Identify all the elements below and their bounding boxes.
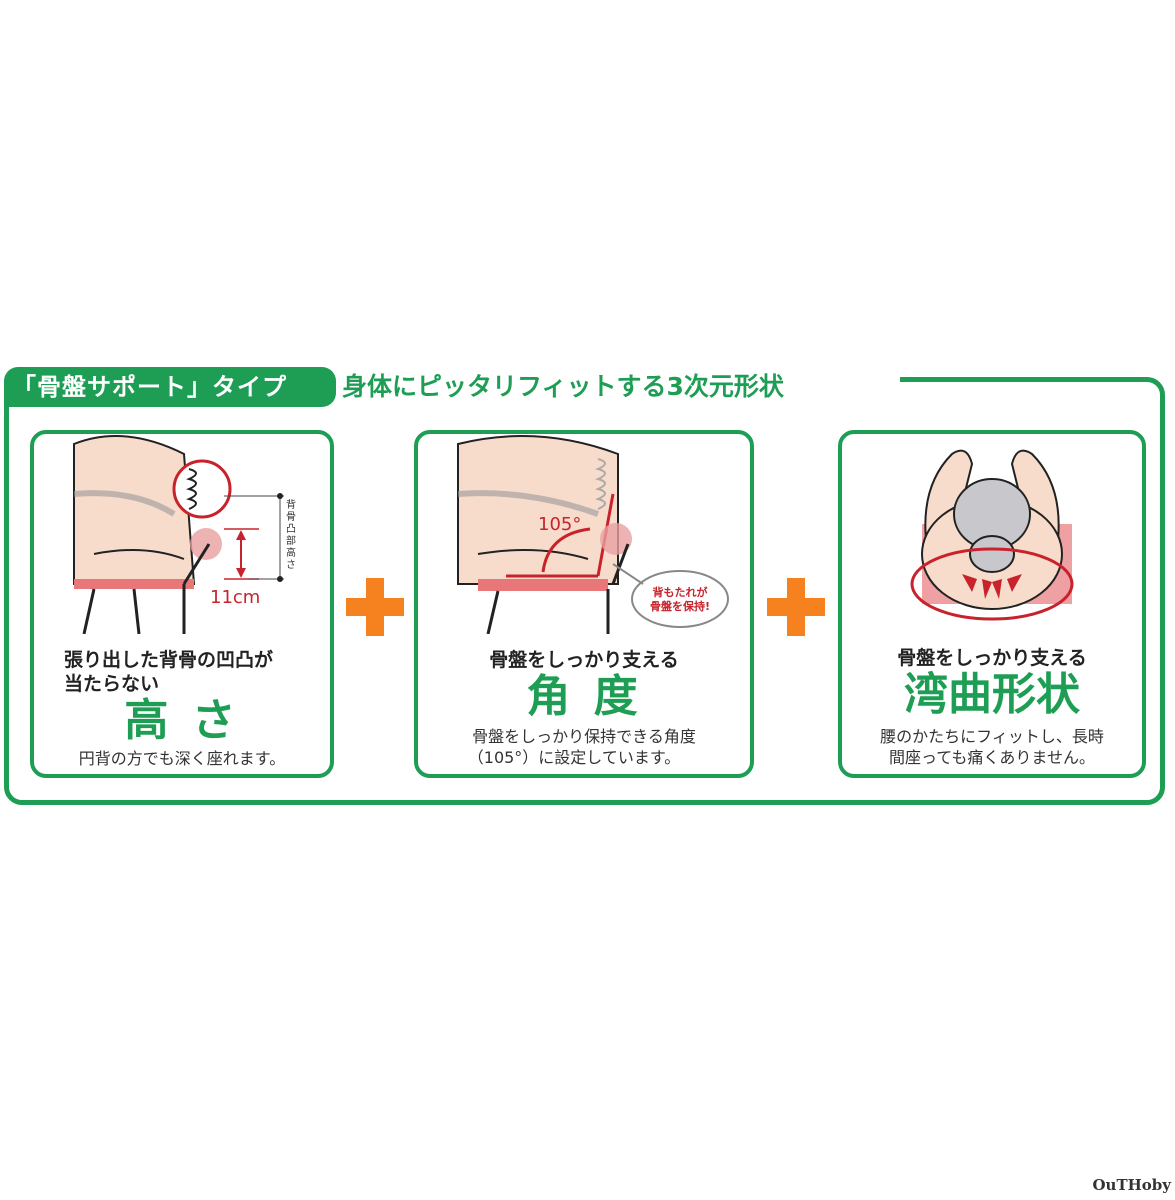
feature-desc-2: （105°）に設定しています。 <box>467 748 681 767</box>
seated-angle-illustration <box>457 435 729 634</box>
type-badge: 「骨盤サポート」タイプ <box>4 367 336 407</box>
measure-label: 11cm <box>210 587 261 608</box>
lead-text: 骨盤をしっかり支える <box>897 647 1087 669</box>
feature-desc: 円背の方でも深く座れます。 <box>78 749 286 768</box>
watermark: OuTHoby <box>1092 1176 1171 1194</box>
plus-icon <box>767 578 825 636</box>
feature-desc-2: 間座っても痛くありません。 <box>889 748 1095 767</box>
headline: 身体にピッタリフィットする3次元形状 <box>342 367 796 407</box>
feature-desc-1: 腰のかたちにフィットし、長時 <box>880 727 1104 746</box>
angle-label: 105° <box>538 514 582 535</box>
vertical-label: 背骨凸部高さ <box>286 500 296 571</box>
callout-line-2: 骨盤を保持! <box>649 600 711 613</box>
lead-text-2: 当たらない <box>64 673 160 695</box>
plus-icon <box>346 578 404 636</box>
callout-line-1: 背もたれが <box>652 586 708 599</box>
feature-card-curve: 骨盤をしっかり支える 湾曲形状 腰のかたちにフィットし、長時 間座っても痛くあり… <box>838 430 1146 778</box>
feature-desc-1: 骨盤をしっかり保持できる角度 <box>472 727 696 746</box>
feature-card-height: 11cm 背骨凸部高さ 張り出した背骨の凹凸が 当たらない 高 さ 円背の方でも… <box>30 430 334 778</box>
lead-text: 骨盤をしっかり支える <box>489 649 679 671</box>
feature-title: 湾曲形状 <box>904 669 1080 720</box>
feature-title: 高 さ <box>124 695 240 746</box>
feature-card-angle: 105° 背もたれが 骨盤を保持! 骨盤をしっかり支える 角 度 骨盤をしっかり… <box>414 430 754 778</box>
feature-title: 角 度 <box>526 671 642 722</box>
lead-text-1: 張り出した背骨の凹凸が <box>64 649 274 671</box>
seated-spine-illustration <box>73 435 284 634</box>
top-view-illustration <box>910 449 1074 621</box>
